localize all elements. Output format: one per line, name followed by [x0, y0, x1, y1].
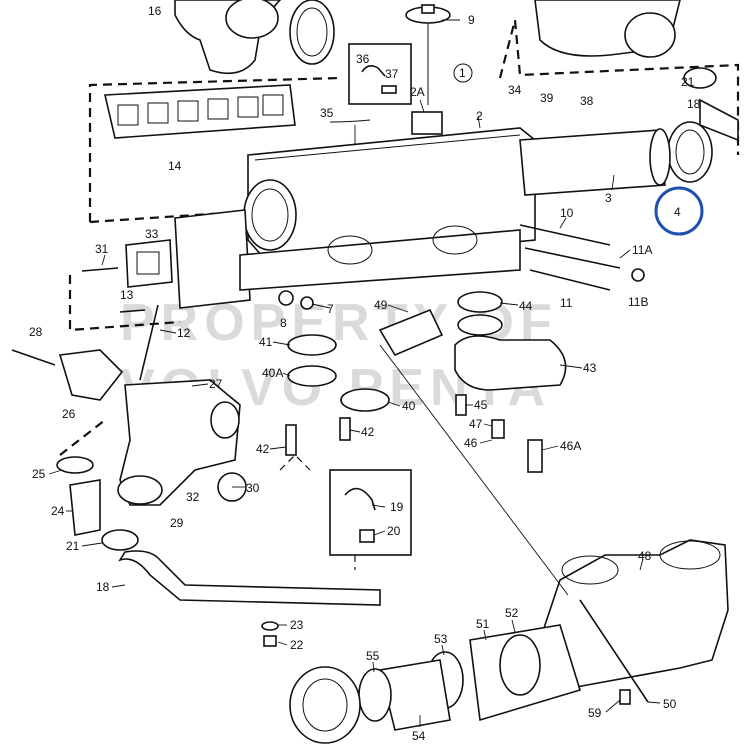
circled-callout-1 [453, 63, 473, 83]
callout-7: 7 [327, 302, 334, 316]
callout-43: 43 [583, 361, 597, 375]
callout-39: 39 [540, 91, 554, 105]
callout-51: 51 [476, 617, 490, 631]
callout-29: 29 [170, 516, 184, 530]
callout-35: 35 [320, 106, 334, 120]
callout-14: 14 [168, 159, 182, 173]
highlight-circle-part-4 [654, 186, 704, 236]
callout-34: 34 [508, 83, 522, 97]
callout-42-left: 42 [256, 442, 270, 456]
gaskets-40-49 [287, 291, 503, 412]
part-14-gasket [104, 84, 296, 139]
part-26-29-housing [11, 304, 247, 506]
callout-9: 9 [468, 13, 475, 27]
callout-55: 55 [366, 649, 380, 663]
callout-8: 8 [280, 316, 287, 330]
callout-leaders [48, 19, 661, 727]
exhaust-pipe-51-55 [289, 624, 582, 744]
callout-31: 31 [95, 242, 109, 256]
callout-52: 52 [505, 606, 519, 620]
callout-54: 54 [412, 729, 426, 743]
callout-40: 40 [402, 399, 416, 413]
part-34-elbow [534, 0, 739, 183]
callout-45: 45 [474, 398, 488, 412]
callout-49: 49 [374, 298, 388, 312]
callout-2: 2 [476, 109, 483, 123]
callout-44: 44 [519, 299, 533, 313]
callout-28: 28 [29, 325, 43, 339]
bolts-22-59 [261, 599, 649, 705]
callout-22: 22 [290, 638, 304, 652]
callout-4: 4 [674, 205, 681, 219]
callout-42-right: 42 [361, 425, 375, 439]
callout-13: 13 [120, 288, 134, 302]
part-2-manifold-body [174, 111, 671, 309]
callout-16: 16 [148, 4, 162, 18]
callout-53: 53 [434, 632, 448, 646]
part-16-elbow [174, 0, 335, 75]
callout-1: 1 [459, 66, 466, 80]
bolts-45-47 [285, 394, 543, 473]
callout-37: 37 [385, 67, 399, 81]
callout-27: 27 [209, 377, 223, 391]
callout-36: 36 [356, 52, 370, 66]
callout-26: 26 [62, 407, 76, 421]
part-43-elbow [454, 335, 567, 391]
callout-25: 25 [32, 467, 46, 481]
callout-21-bottom: 21 [66, 539, 80, 553]
callout-19: 19 [390, 500, 404, 514]
callout-46: 46 [464, 436, 478, 450]
callout-47: 47 [469, 417, 483, 431]
callout-3: 3 [605, 191, 612, 205]
callout-30: 30 [246, 481, 260, 495]
hoses-18-25 [56, 456, 381, 606]
callout-18-bottom: 18 [96, 580, 110, 594]
callout-11A: 11A [632, 243, 652, 257]
callout-32: 32 [186, 490, 200, 504]
callout-46A: 46A [560, 439, 581, 453]
part-9-cap [405, 4, 451, 105]
callout-12: 12 [177, 326, 191, 340]
callout-2A: 2A [410, 85, 425, 99]
part-10-11-bolts [519, 224, 645, 291]
callout-40A: 40A [262, 366, 283, 380]
part-19-20-box [329, 469, 412, 556]
callout-24: 24 [51, 504, 65, 518]
callout-11B: 11B [628, 295, 648, 309]
callout-23: 23 [290, 618, 304, 632]
part-7-8-bolt [278, 290, 314, 310]
callout-48: 48 [638, 549, 652, 563]
callout-59: 59 [588, 706, 602, 720]
callout-20: 20 [387, 524, 401, 538]
callout-38: 38 [580, 94, 594, 108]
callout-33: 33 [145, 227, 159, 241]
part-36-37-box [348, 43, 412, 105]
callout-10: 10 [560, 206, 574, 220]
callout-41: 41 [259, 335, 273, 349]
part-33-flange [81, 239, 173, 313]
callout-labels: 16 9 34 36 37 1 2A 39 38 21 18 35 2 14 3… [29, 4, 701, 743]
callout-11: 11 [560, 296, 573, 310]
leader-7-48 [379, 344, 569, 596]
callout-21-top: 21 [681, 75, 695, 89]
callout-50: 50 [663, 697, 677, 711]
callout-18-top: 18 [687, 97, 701, 111]
